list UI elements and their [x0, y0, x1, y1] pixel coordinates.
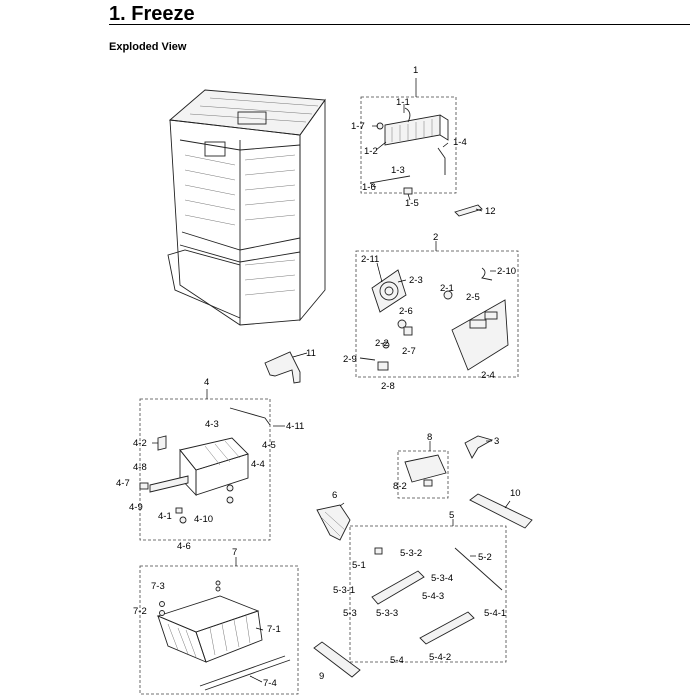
- label-10: 10: [510, 488, 521, 499]
- label-5-3: 5-3: [343, 608, 357, 619]
- label-2-10: 2-10: [497, 266, 516, 277]
- label-1-1: 1-1: [396, 97, 410, 108]
- label-5-1: 5-1: [352, 560, 366, 571]
- label-1-4: 1-4: [453, 137, 467, 148]
- group-1-assembly: [360, 78, 457, 201]
- label-5-3-1: 5-3-1: [333, 585, 355, 596]
- group-7-assembly: [139, 557, 299, 695]
- label-3: 3: [494, 436, 499, 447]
- label-2-8: 2-8: [381, 381, 395, 392]
- label-4-3: 4-3: [205, 419, 219, 430]
- part-labels: 1 1-1 1-7 1-2 1-4 1-3 1-6 1-5 12 2 2-11 …: [116, 65, 521, 689]
- part-12: [454, 204, 483, 217]
- label-4-6: 4-6: [177, 541, 191, 552]
- label-2-2: 2-2: [375, 338, 389, 349]
- label-2-6: 2-6: [399, 306, 413, 317]
- page-title: 1. Freeze: [109, 3, 195, 25]
- label-1-6: 1-6: [362, 182, 376, 193]
- label-7-4: 7-4: [263, 678, 277, 689]
- part-6: [316, 504, 351, 541]
- label-2: 2: [433, 232, 438, 243]
- title-divider: [109, 24, 690, 25]
- label-6: 6: [332, 490, 337, 501]
- label-5-4-3: 5-4-3: [422, 591, 444, 602]
- label-5-4-2: 5-4-2: [429, 652, 451, 663]
- label-4-5: 4-5: [262, 440, 276, 451]
- label-12: 12: [485, 206, 496, 217]
- section-subtitle: Exploded View: [109, 41, 187, 53]
- label-4: 4: [204, 377, 209, 388]
- part-10: [469, 493, 533, 529]
- label-5-3-4: 5-3-4: [431, 573, 453, 584]
- label-1-3: 1-3: [391, 165, 405, 176]
- cabinet-body: [167, 89, 326, 326]
- label-4-10: 4-10: [194, 514, 213, 525]
- label-2-11: 2-11: [361, 254, 379, 265]
- label-2-3: 2-3: [409, 275, 423, 286]
- label-4-8: 4-8: [133, 462, 147, 473]
- label-9: 9: [319, 671, 324, 682]
- label-7-2: 7-2: [133, 606, 147, 617]
- label-4-2: 4-2: [133, 438, 147, 449]
- label-7: 7: [232, 547, 237, 558]
- leader-lines: [152, 104, 511, 683]
- label-5-3-2: 5-3-2: [400, 548, 422, 559]
- label-4-9: 4-9: [129, 502, 143, 513]
- label-2-1: 2-1: [440, 283, 454, 294]
- label-5-3-3: 5-3-3: [376, 608, 398, 619]
- label-1-5: 1-5: [405, 198, 419, 209]
- label-5: 5: [449, 510, 454, 521]
- label-2-5: 2-5: [466, 292, 480, 303]
- label-2-9: 2-9: [343, 354, 357, 365]
- label-1: 1: [413, 65, 418, 76]
- label-5-4: 5-4: [390, 655, 404, 666]
- label-5-4-1: 5-4-1: [484, 608, 506, 619]
- label-5-2: 5-2: [478, 552, 492, 563]
- label-4-11: 4-11: [286, 421, 304, 432]
- label-11: 11: [306, 348, 316, 359]
- label-1-2: 1-2: [364, 146, 378, 157]
- label-4-4: 4-4: [251, 459, 265, 470]
- group-2-assembly: [355, 241, 519, 378]
- label-2-4: 2-4: [481, 370, 495, 381]
- label-8-2: 8-2: [393, 481, 407, 492]
- label-8: 8: [427, 432, 432, 443]
- label-4-1: 4-1: [158, 511, 172, 522]
- label-2-7: 2-7: [402, 346, 416, 357]
- group-5-assembly: [349, 519, 507, 663]
- part-9: [313, 641, 361, 678]
- label-7-1: 7-1: [267, 624, 281, 635]
- label-1-7: 1-7: [351, 121, 365, 132]
- part-11: [264, 351, 301, 384]
- label-7-3: 7-3: [151, 581, 165, 592]
- label-4-7: 4-7: [116, 478, 130, 489]
- group-4-assembly: [139, 389, 271, 541]
- group-8-assembly: [397, 435, 494, 499]
